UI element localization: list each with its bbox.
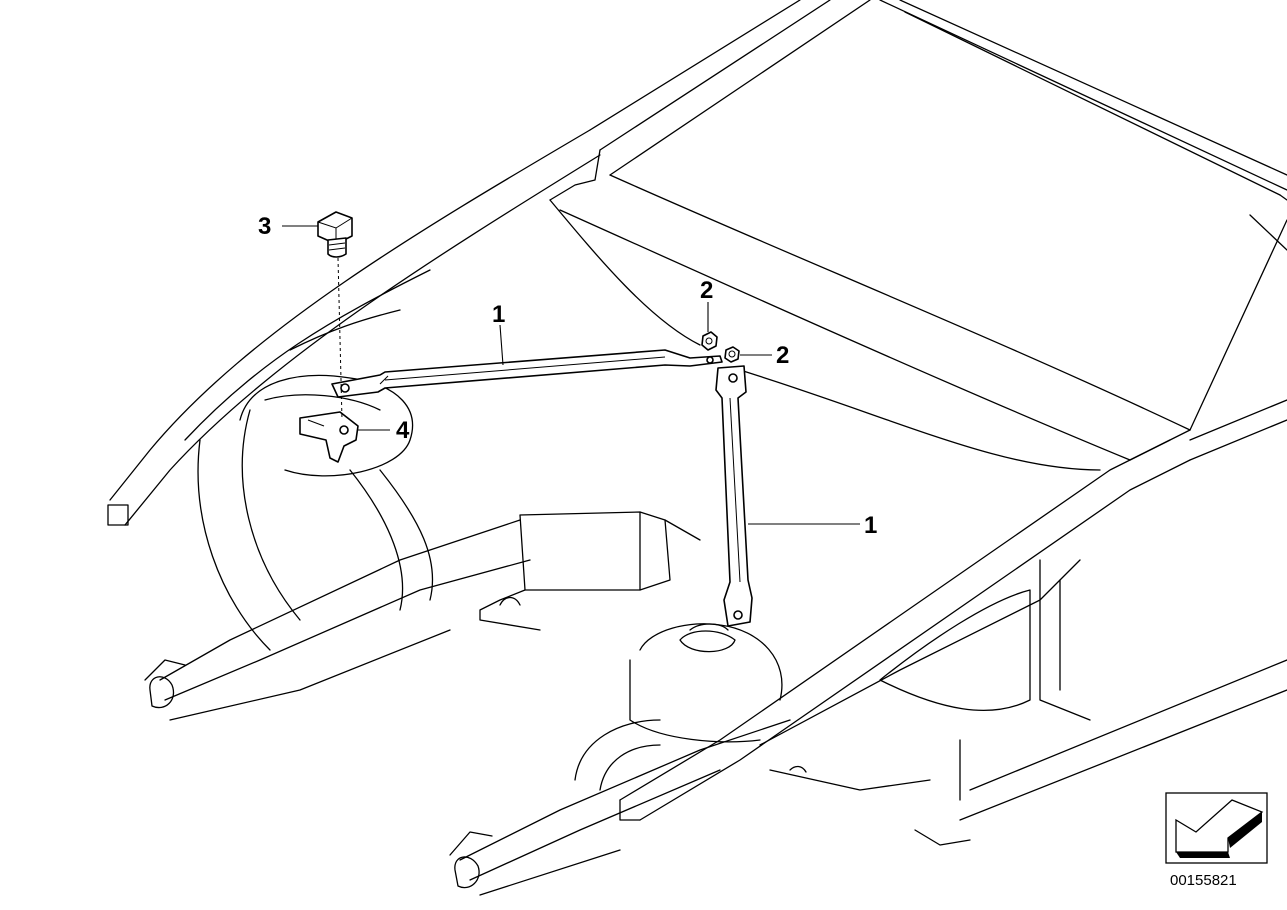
hex-bolt[interactable] bbox=[317, 211, 353, 258]
hex-nut-right[interactable] bbox=[724, 346, 740, 363]
callout-bolt[interactable]: 3 bbox=[258, 213, 271, 240]
mounting-bracket[interactable] bbox=[299, 411, 359, 463]
hex-nut-upper[interactable] bbox=[701, 331, 718, 351]
diagram-id: 00155821 bbox=[1170, 872, 1237, 889]
callout-rod-upper[interactable]: 1 bbox=[492, 301, 505, 328]
strut-brace-upper[interactable] bbox=[331, 349, 723, 398]
leader-lines bbox=[282, 225, 860, 525]
vehicle-body-structure bbox=[107, 0, 1287, 896]
callout-rod-lower[interactable]: 1 bbox=[864, 512, 877, 539]
callout-nut-upper[interactable]: 2 bbox=[700, 277, 713, 304]
callout-nut-right[interactable]: 2 bbox=[776, 342, 789, 369]
strut-brace-vertical[interactable] bbox=[715, 365, 753, 627]
arrow-down-left-icon[interactable] bbox=[1165, 792, 1268, 864]
callout-bracket[interactable]: 4 bbox=[396, 417, 410, 444]
